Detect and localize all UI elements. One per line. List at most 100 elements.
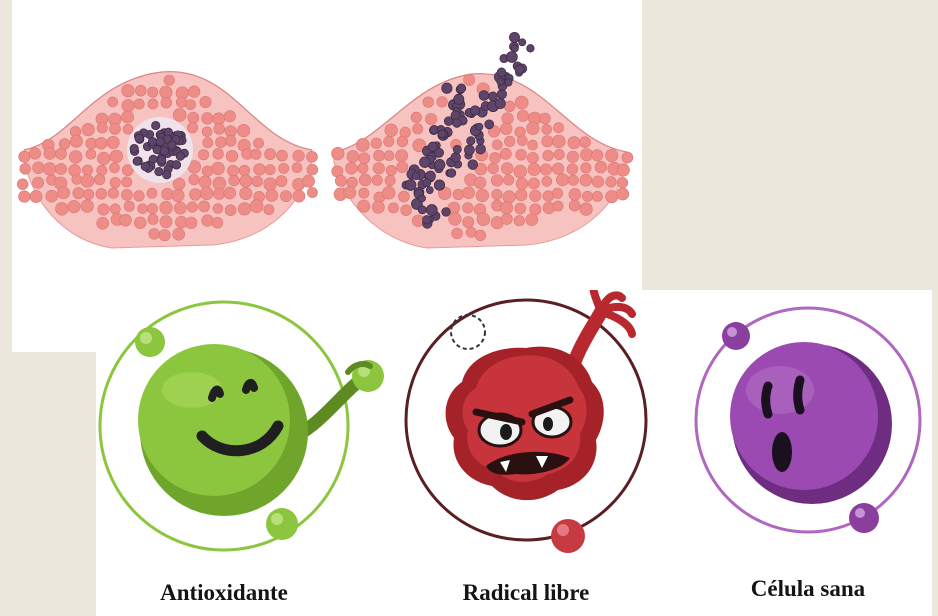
- tumor-cell: [506, 52, 517, 63]
- tissue-cell: [568, 175, 579, 186]
- tissue-cell: [72, 175, 82, 185]
- tissue-cell: [176, 97, 186, 107]
- tissue-cell: [542, 124, 552, 134]
- healthy-cell-caption: Célula sana: [708, 576, 908, 602]
- tissue-cell: [173, 178, 185, 190]
- tissue-cell: [161, 97, 172, 108]
- tissue-cell: [449, 213, 462, 226]
- tumor-cell: [527, 45, 535, 53]
- tissue-cell: [81, 200, 94, 213]
- tissue-cell: [398, 191, 409, 202]
- tissue-cell: [148, 214, 158, 224]
- tumor-cell: [497, 90, 506, 99]
- tumor-cell: [515, 65, 524, 74]
- tissue-cell: [477, 213, 490, 226]
- tumor-cell: [438, 130, 446, 138]
- healthy-cell-icon: [696, 308, 920, 533]
- tissue-cell: [307, 187, 317, 197]
- tumor-cell: [454, 94, 464, 104]
- tissue-cell: [202, 215, 214, 227]
- tissue-cell: [293, 190, 305, 202]
- tumor-cell: [511, 45, 518, 52]
- tissue-cell: [108, 97, 118, 107]
- tumor-cell: [470, 106, 479, 115]
- tissue-cell: [373, 163, 385, 175]
- tissue-cell: [384, 136, 394, 146]
- tissue-cell: [347, 151, 359, 163]
- tissue-cell: [69, 151, 82, 164]
- tissue-cell: [476, 189, 489, 202]
- tissue-cell: [552, 188, 563, 199]
- tissue-cell: [280, 191, 291, 202]
- tissue-cell: [254, 138, 264, 148]
- tissue-cell: [553, 123, 563, 133]
- tissue-cell: [148, 87, 158, 97]
- tumor-cell: [135, 134, 143, 142]
- tissue-cell: [46, 190, 58, 202]
- tissue-cell: [84, 189, 94, 199]
- tissue-cell: [567, 151, 579, 163]
- tumor-cell: [485, 120, 494, 129]
- tissue-cell: [358, 200, 370, 212]
- tumor-cell: [426, 187, 433, 194]
- tumor-cell: [495, 98, 505, 108]
- tissue-cell: [526, 214, 538, 226]
- tumor-cell: [468, 160, 478, 170]
- tissue-cell: [81, 175, 94, 188]
- tissue-cell: [413, 124, 423, 134]
- tissue-cell: [372, 201, 384, 213]
- tissue-cell: [147, 188, 157, 198]
- tissue-cell: [17, 179, 28, 190]
- tissue-cell: [501, 163, 513, 175]
- tissue-cell: [580, 203, 593, 216]
- tissue-cell: [213, 204, 223, 214]
- tissue-cell: [250, 200, 263, 213]
- tissue-cell: [335, 175, 346, 186]
- tissue-cell: [134, 217, 146, 229]
- tissue-cell: [164, 75, 174, 85]
- tissue-cell: [592, 191, 602, 201]
- tissue-right-illustration: [332, 32, 633, 248]
- tissue-cell: [135, 85, 146, 96]
- tissue-cell: [554, 149, 564, 159]
- tissue-cell: [174, 202, 186, 214]
- tissue-cell: [224, 187, 236, 199]
- tissue-cell: [567, 164, 578, 175]
- tumor-cell: [479, 91, 489, 101]
- tissue-cell: [528, 178, 539, 189]
- tissue-cell: [385, 124, 398, 137]
- tissue-cell: [199, 201, 210, 212]
- tumor-cell: [434, 148, 443, 157]
- tissue-cell: [173, 108, 186, 121]
- tissue-cell: [202, 166, 213, 177]
- tissue-cell: [302, 175, 314, 187]
- tissue-cell: [475, 230, 486, 241]
- tissue-cell: [595, 161, 607, 173]
- tissue-cell: [359, 188, 369, 198]
- tumor-cell: [451, 153, 461, 163]
- tissue-cell: [227, 165, 238, 176]
- tissue-cell: [516, 149, 527, 160]
- tumor-cell: [168, 141, 176, 149]
- tumor-cell: [464, 145, 474, 155]
- tissue-cell: [606, 177, 617, 188]
- tumor-cell: [442, 208, 451, 217]
- tumor-cell: [457, 84, 466, 93]
- tissue-cell: [188, 112, 199, 123]
- tissue-cell: [225, 135, 236, 146]
- tissue-cell: [540, 164, 551, 175]
- tissue-cell: [580, 149, 592, 161]
- tissue-cell: [279, 163, 289, 173]
- tissue-cell: [372, 175, 382, 185]
- tumor-cell: [172, 161, 180, 169]
- tissue-cell: [265, 149, 276, 160]
- tissue-cell: [94, 174, 105, 185]
- tumor-cell: [152, 121, 160, 129]
- tissue-cell: [214, 188, 225, 199]
- tumor-cell: [434, 159, 445, 170]
- tissue-cell: [542, 176, 552, 186]
- tissue-cell: [500, 123, 512, 135]
- tissue-cell: [173, 228, 185, 240]
- tissue-cell: [188, 86, 200, 98]
- tissue-cell: [556, 174, 568, 186]
